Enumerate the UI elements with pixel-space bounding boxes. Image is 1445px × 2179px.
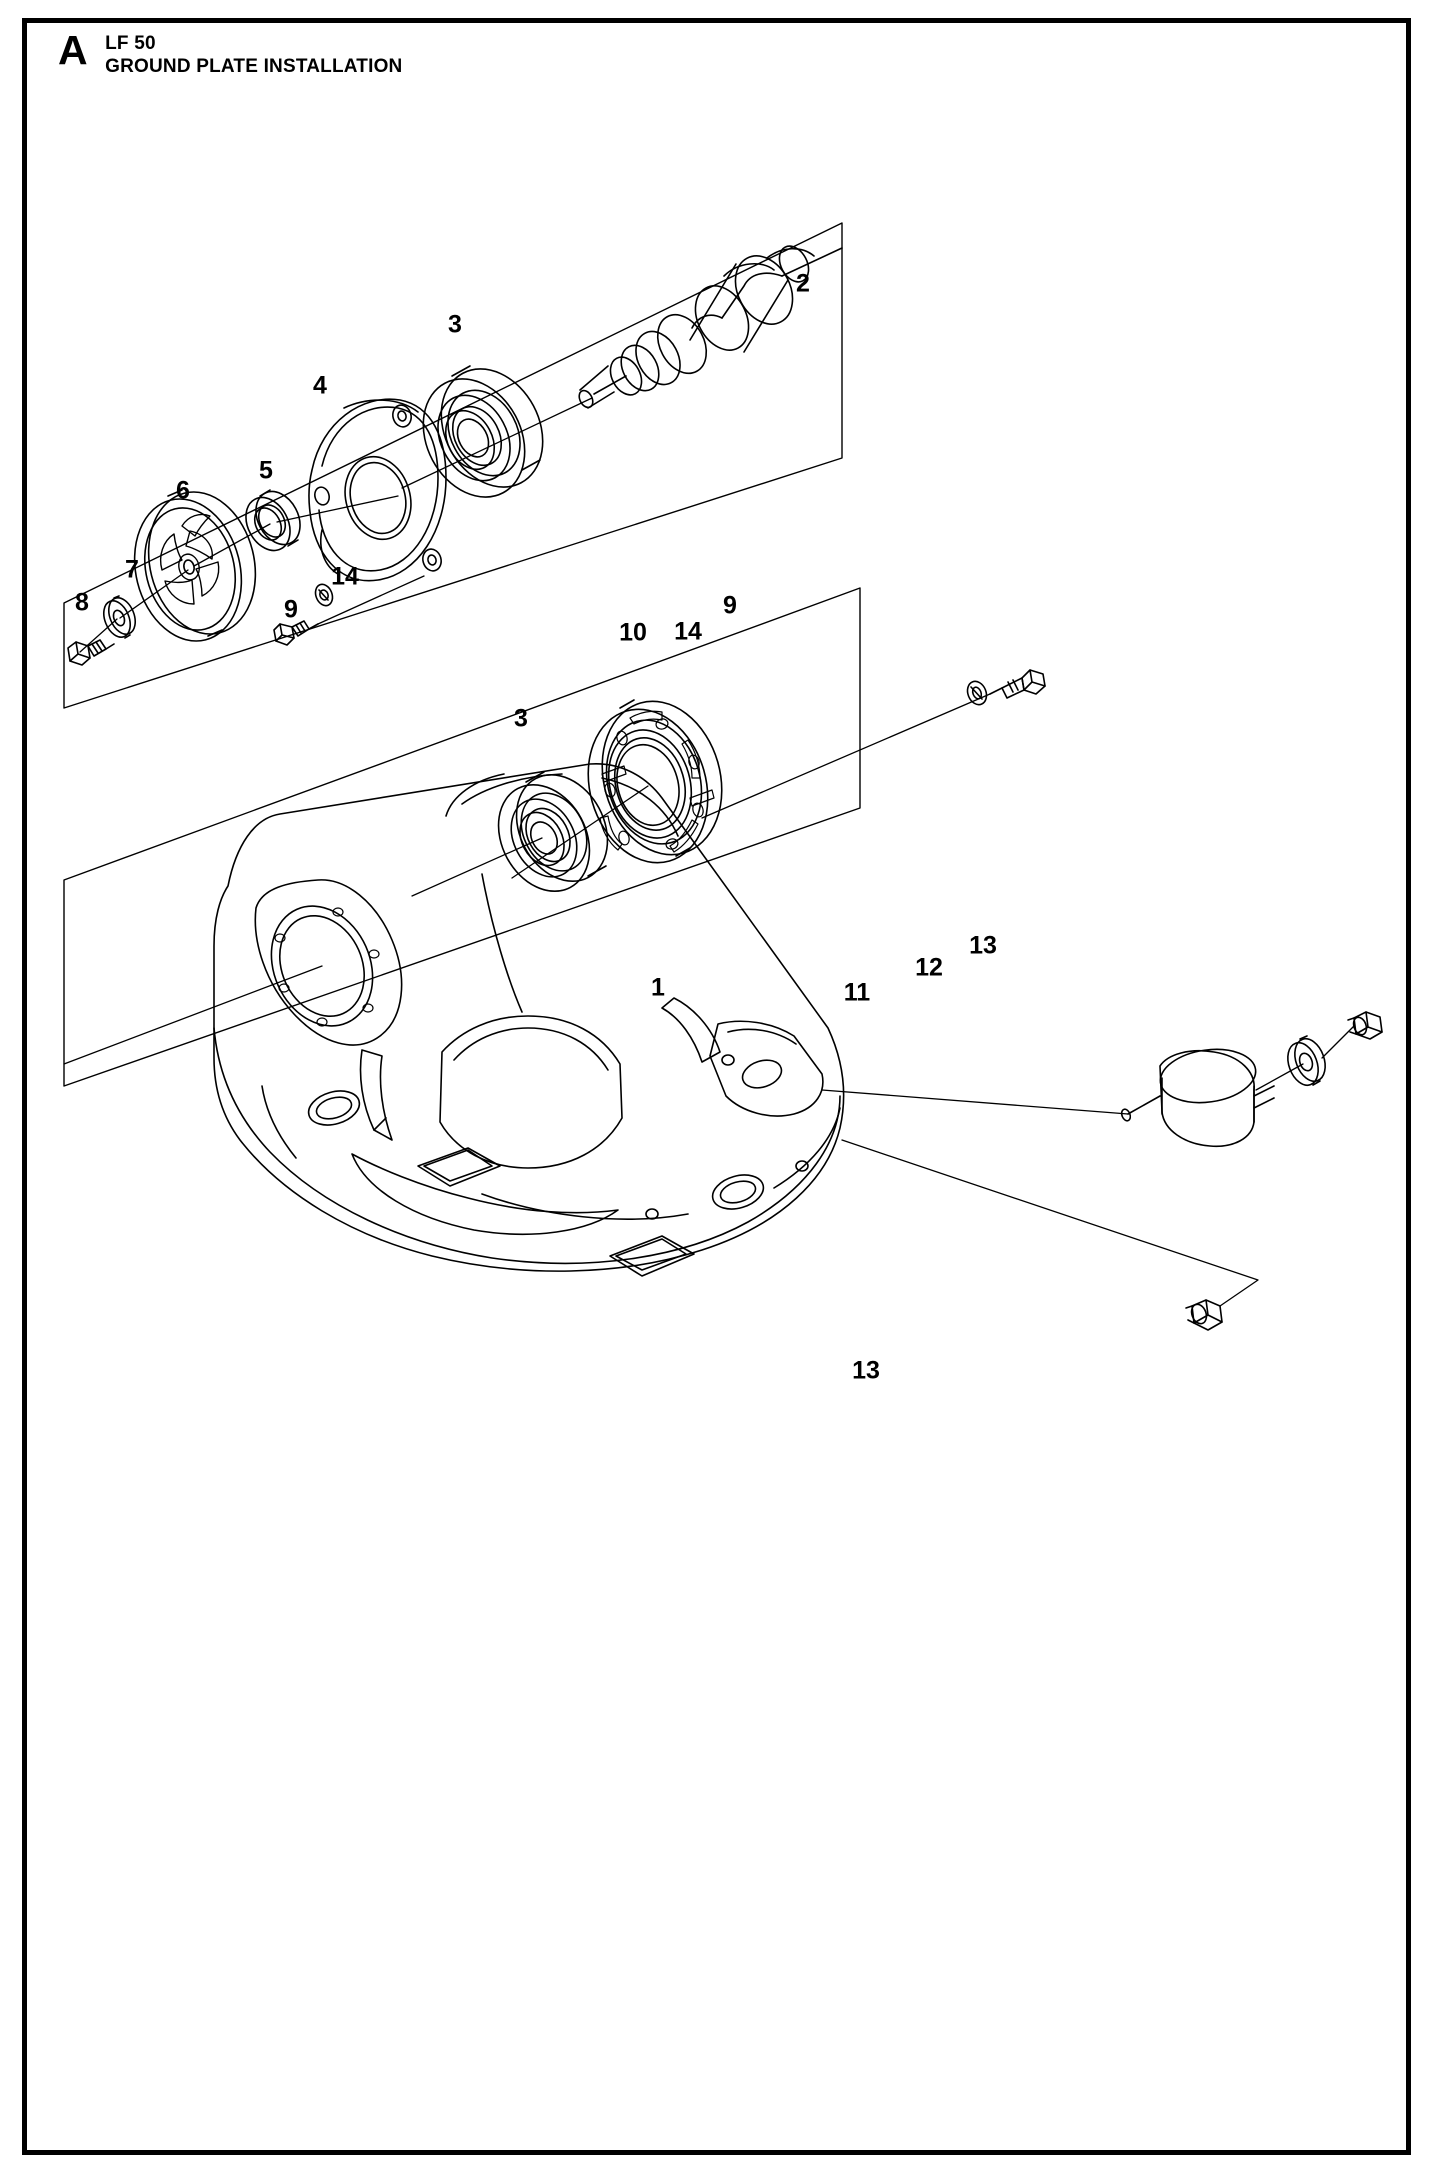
callout-14-right: 14 — [674, 617, 702, 646]
part-2-crankshaft — [578, 245, 843, 409]
part-8-hex-bolt — [67, 639, 115, 666]
page-border — [22, 18, 1411, 2155]
part-9-bolt-right — [989, 669, 1046, 699]
callout-7: 7 — [125, 555, 139, 584]
part-14-lock-washer-left — [314, 583, 334, 607]
exploded-view-svg — [63, 222, 1383, 1331]
callout-3-upper: 3 — [448, 310, 462, 339]
base-assembly-leader-lines — [63, 965, 1355, 1307]
part-5-seal-ring — [245, 489, 301, 552]
mid-assembly-leader-lines — [411, 693, 991, 897]
callout-6: 6 — [176, 476, 190, 505]
callout-3-lower: 3 — [514, 704, 528, 733]
section-title: GROUND PLATE INSTALLATION — [105, 55, 403, 77]
part-4-cover-plate — [308, 398, 447, 582]
part-6-fan-impeller — [133, 489, 257, 642]
callout-10: 10 — [619, 618, 647, 647]
part-1-ground-plate — [213, 763, 845, 1277]
upper-assembly-leader-lines — [79, 397, 593, 653]
callout-13-upper: 13 — [969, 931, 997, 960]
part-3-bearing-upper — [422, 365, 544, 498]
callout-5: 5 — [259, 456, 273, 485]
callout-12: 12 — [915, 953, 943, 982]
callout-13-lower: 13 — [852, 1356, 880, 1385]
lower-reference-plane — [63, 587, 861, 1087]
exploded-view-drawing — [22, 18, 1411, 2155]
callout-8: 8 — [75, 588, 89, 617]
callout-9-left: 9 — [284, 595, 298, 624]
part-13-hex-nut-upper — [1347, 1011, 1383, 1040]
part-12-washer — [1287, 1035, 1326, 1087]
title-block: LF 50 GROUND PLATE INSTALLATION — [105, 30, 402, 78]
part-9-bolt-left — [273, 620, 319, 646]
part-7-washer — [102, 595, 137, 639]
callout-11: 11 — [843, 978, 871, 1007]
callout-4: 4 — [313, 371, 327, 400]
part-10-seal-retainer — [587, 699, 723, 864]
part-13-hex-nut-lower — [1185, 1299, 1223, 1331]
model-title: LF 50 — [105, 33, 156, 54]
part-3-bearing-lower — [497, 771, 609, 893]
section-letter: A — [58, 27, 88, 73]
callout-2: 2 — [796, 269, 810, 298]
callout-14-left: 14 — [331, 562, 359, 591]
page-header: A LF 50 GROUND PLATE INSTALLATION — [58, 30, 402, 78]
part-11-rubber-mount — [1120, 1048, 1275, 1147]
upper-reference-plane — [63, 222, 843, 709]
callout-1: 1 — [651, 973, 665, 1002]
callout-9-right: 9 — [723, 591, 737, 620]
